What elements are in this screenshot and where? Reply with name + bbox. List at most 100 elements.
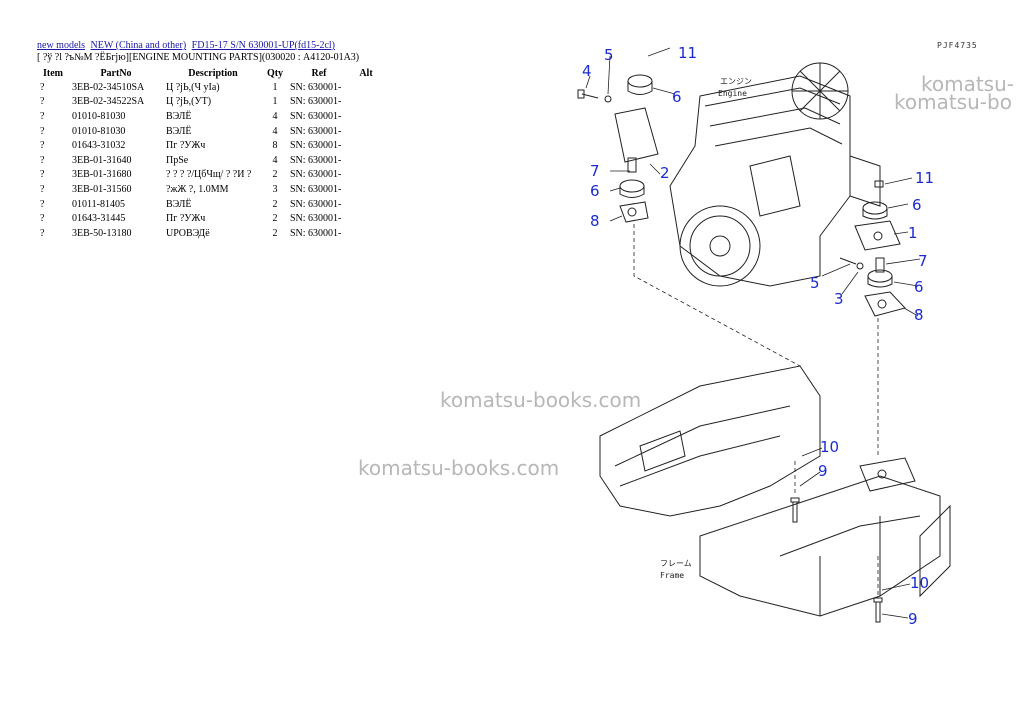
cell-partno: 3EB-01-31680 (72, 169, 132, 181)
cell-ref: SN: 630001- (290, 183, 342, 195)
engine-label: Engine (718, 89, 747, 98)
callout-number: 4 (582, 62, 592, 80)
frame-label: Frame (660, 571, 684, 580)
cell-description: ВЭЛЁ (166, 110, 192, 122)
cell-alt (351, 226, 381, 241)
cell-ref: SN: 630001- (290, 125, 342, 137)
cell-description: ?жЖ ?, 1.0MM (166, 183, 229, 195)
cell-qty: 4 (272, 125, 278, 137)
cell-item: ? (40, 198, 45, 210)
callout-number: 7 (918, 252, 928, 270)
page-title: [ ?ў ?l ?ъ№М ?ЁБгјю][ENGINE MOUNTING PAR… (37, 52, 360, 63)
callout-number: 6 (912, 196, 922, 214)
cell-description: ВЭЛЁ (166, 198, 192, 210)
cell-partno: 01010-81030 (72, 125, 126, 137)
callout-number: 11 (678, 44, 697, 62)
cell-ref: SN: 630001- (290, 169, 342, 181)
callout-number: 1 (908, 224, 918, 242)
cell-partno: 3EB-50-13180 (72, 227, 132, 239)
cell-alt (351, 109, 381, 124)
cell-item: ? (40, 169, 45, 181)
callout-number: 5 (810, 274, 820, 292)
cell-ref: SN: 630001- (290, 213, 342, 225)
breadcrumb-link-model[interactable]: FD15-17 S/N 630001-UP(fd15-2cl) (191, 40, 335, 51)
cell-qty: 8 (272, 140, 278, 152)
cell-ref: SN: 630001- (290, 154, 342, 166)
cell-ref: SN: 630001- (290, 198, 342, 210)
diagram-code: PJF4735 (937, 41, 978, 50)
watermark: komatsu-books.com (358, 456, 560, 480)
cell-partno: 01011-81405 (72, 198, 125, 210)
cell-item: ? (40, 183, 45, 195)
cell-partno: 01010-81030 (72, 110, 126, 122)
cell-partno: 01643-31445 (72, 213, 126, 225)
cell-qty: 2 (272, 227, 278, 239)
table-header-row: Item PartNo Description Qty Ref Alt (37, 66, 381, 80)
frame-drawing (599, 365, 951, 623)
table-row: ? 01010-81030 ВЭЛЁ 4 SN: 630001- (37, 109, 381, 124)
cell-alt (351, 211, 381, 226)
breadcrumb-link-new-china[interactable]: NEW (China and other) (90, 40, 187, 51)
cell-qty: 1 (272, 96, 278, 108)
cell-ref: SN: 630001- (290, 96, 342, 108)
col-qty: Qty (266, 67, 284, 79)
callout-number: 10 (910, 574, 929, 592)
cell-ref: SN: 630001- (290, 81, 342, 93)
cell-alt (351, 197, 381, 212)
cell-description: Пг ?УЖч (166, 213, 206, 225)
callout-number: 8 (914, 306, 924, 324)
cell-item: ? (40, 110, 45, 122)
col-ref: Ref (311, 67, 327, 79)
callout-number: 6 (914, 278, 924, 296)
cell-item: ? (40, 140, 45, 152)
watermark: komatsu- (921, 72, 1014, 96)
col-alt: Alt (359, 67, 373, 79)
table-row: ? 01643-31445 Пг ?УЖч 2 SN: 630001- (37, 211, 381, 226)
callout-number: 10 (820, 438, 839, 456)
cell-item: ? (40, 96, 45, 108)
table-row: ? 3EB-02-34510SA Ц ?jЬ,(Ч уIа) 1 SN: 630001- (37, 80, 381, 95)
cell-partno: 01643-31032 (72, 140, 126, 152)
cell-alt (351, 168, 381, 183)
cell-description: ВЭЛЁ (166, 125, 192, 137)
cell-description: ПрЅе (166, 154, 189, 166)
callout-leaders (585, 47, 921, 619)
cell-description: ? ? ? ?/ЦбЧщ/ ? ?И ? (166, 169, 252, 181)
cell-item: ? (40, 154, 45, 166)
cell-partno: 3EB-01-31560 (72, 183, 132, 195)
cell-description: UPОВЭДё (166, 227, 210, 239)
cell-ref: SN: 630001- (290, 110, 342, 122)
breadcrumb: new models NEW (China and other) FD15-17… (37, 40, 338, 51)
leader-lines (633, 224, 879, 596)
cell-ref: SN: 630001- (290, 140, 342, 152)
cell-description: Ц ?jЬ,(УТ) (166, 96, 212, 108)
cell-partno: 3EB-02-34510SA (72, 81, 145, 93)
cell-item: ? (40, 213, 45, 225)
cell-qty: 1 (272, 81, 278, 93)
watermark: komatsu-bo (894, 90, 1012, 114)
cell-ref: SN: 630001- (290, 227, 342, 239)
callout-number: 5 (604, 46, 614, 64)
callout-number: 6 (672, 88, 682, 106)
col-description: Description (188, 67, 238, 79)
breadcrumb-link-new-models[interactable]: new models (37, 40, 86, 51)
cell-item: ? (40, 227, 45, 239)
cell-description: Ц ?jЬ,(Ч уIа) (166, 81, 220, 93)
cell-alt (351, 182, 381, 197)
cell-qty: 4 (272, 110, 278, 122)
col-partno: PartNo (100, 67, 132, 79)
cell-alt (351, 138, 381, 153)
table-row: ? 3EB-50-13180 UPОВЭДё 2 SN: 630001- (37, 226, 381, 241)
cell-qty: 2 (272, 213, 278, 225)
cell-alt (351, 95, 381, 110)
cell-partno: 3EB-01-31640 (72, 154, 132, 166)
cell-item: ? (40, 81, 45, 93)
col-item: Item (43, 67, 63, 79)
callout-number: 8 (590, 212, 600, 230)
callout-number: 9 (908, 610, 918, 628)
